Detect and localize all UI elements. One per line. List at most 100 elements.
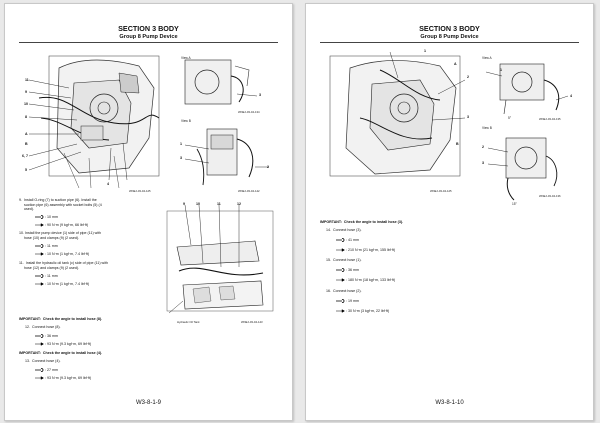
pump-device-drawing	[28, 55, 160, 189]
torque-wrench-icon	[35, 376, 44, 380]
view-a-callout-3: 3	[259, 93, 261, 97]
group-title: Group 8 Pump Device	[420, 34, 479, 40]
step-10-text: 10. Install the pump device (1) side of …	[19, 231, 102, 240]
important-text: Check the angle to install hose (3).	[343, 220, 404, 224]
wrench-icon	[35, 244, 44, 248]
tank-figure-code: WNEJ-03-04-143	[241, 320, 263, 324]
important-label: IMPORTANT:	[19, 317, 41, 321]
important-note: IMPORTANT: Check the angle to install ho…	[320, 220, 403, 225]
callout-a: A	[25, 132, 28, 136]
view-b-title: View B	[482, 126, 492, 130]
manual-page-left: SECTION 3 BODY Group 8 Pump Device 11	[4, 3, 293, 421]
wrench-icon	[336, 238, 345, 242]
view-a-code: WNEJ-03-04-134	[238, 110, 260, 114]
hydraulic-tank-drawing	[166, 204, 274, 314]
step-13-text: 13. Connect hose (4).	[25, 359, 61, 363]
step-11-torque: : 10 N·m (1 kgf·m, 7.4 lbf·ft)	[45, 282, 90, 286]
view-a-angle: 5°	[508, 116, 512, 120]
hydraulic-tank-figure	[163, 201, 279, 319]
torque-wrench-icon	[35, 223, 44, 227]
callout-8: 8	[25, 115, 27, 119]
step-15-text: 15. Connect hose (1).	[326, 258, 362, 262]
wrench-icon	[35, 368, 44, 372]
callout-11: 11	[25, 78, 29, 82]
step-13-torque: : 93 N·m (9.3 kgf·m, 69 lbf·ft)	[45, 376, 92, 380]
tank-callout-11: 11	[217, 202, 221, 206]
view-a-title: View A	[482, 56, 492, 60]
wrench-icon	[336, 268, 345, 272]
torque-wrench-icon	[35, 342, 44, 346]
pump-device-figure	[19, 48, 169, 190]
view-b-callout-1: 1	[180, 142, 182, 146]
group-title: Group 8 Pump Device	[119, 34, 178, 40]
step-11-text: 11. Install the hydraulic oil tank (c) s…	[19, 261, 108, 270]
view-b-callout-3: 3	[180, 156, 182, 160]
important-text: Check the angle to install hose (8).	[42, 317, 103, 321]
torque-wrench-icon	[35, 282, 44, 286]
pump-device-figure	[320, 48, 470, 190]
view-a-drawing	[184, 59, 258, 105]
view-b-callout-3: 3	[482, 161, 484, 165]
title-rule	[320, 42, 579, 43]
torque-wrench-icon	[336, 248, 345, 252]
step-9-text: 9. Install O-ring (7) to suction pipe (6…	[19, 198, 102, 211]
view-b-callout-2: 2	[482, 145, 484, 149]
wrench-icon	[35, 274, 44, 278]
view-a-callout-4: 4	[570, 94, 572, 98]
callout-4: 4	[107, 182, 109, 186]
view-b-drawing	[487, 137, 558, 201]
wrench-icon	[35, 334, 44, 338]
torque-wrench-icon	[336, 278, 345, 282]
page-number: W3-8-1-9	[135, 400, 161, 406]
view-b-code: WNEJ-03-04-136	[539, 194, 561, 198]
callout-9: 9	[25, 90, 27, 94]
step-9-torque: : 90 N·m (9 kgf·m, 66 lbf·ft)	[45, 223, 89, 227]
step-14-text: 14. Connect hose (3).	[326, 228, 362, 232]
figure-code: WNEJ-03-04-125	[430, 189, 452, 193]
figure-code: WNEJ-03-04-125	[129, 189, 151, 193]
step-10-wrench-size: : 11 mm	[45, 244, 58, 248]
step-12-wrench-size: : 36 mm	[45, 334, 58, 338]
view-a-figure	[177, 56, 277, 112]
page-number: W3-8-1-10	[435, 400, 464, 406]
step-9-wrench-size: : 10 mm	[45, 215, 58, 219]
view-b-angle: 15°	[512, 202, 517, 206]
title-rule	[19, 42, 278, 43]
torque-wrench-icon	[336, 309, 345, 313]
callout-2: 2	[467, 75, 469, 79]
step-14-wrench-size: : 41 mm	[346, 238, 359, 242]
tank-callout-12: 12	[237, 202, 241, 206]
callout-5: 5	[25, 168, 27, 172]
step-12-text: 12. Connect hose (8).	[25, 325, 61, 329]
callout-1: 1	[424, 49, 426, 53]
callout-b: B	[25, 142, 28, 146]
step-15-torque: : 180 N·m (18 kgf·m, 133 lbf·ft)	[346, 278, 396, 282]
step-13-wrench-size: : 27 mm	[45, 368, 58, 372]
step-15-wrench-size: : 36 mm	[346, 268, 359, 272]
view-b-figure	[177, 119, 277, 191]
view-a-figure	[478, 56, 578, 118]
pump-device-drawing	[329, 51, 466, 177]
tank-callout-9: 9	[183, 202, 185, 206]
step-12-torque: : 93 N·m (9.3 kgf·m, 69 lbf·ft)	[45, 342, 92, 346]
important-text: Check the angle to install hose (4).	[42, 351, 103, 355]
view-b-title: View B	[181, 119, 191, 123]
view-a-callout-1: 1	[500, 68, 502, 72]
manual-page-right: SECTION 3 BODY Group 8 Pump Device 1 2 3…	[305, 3, 594, 421]
view-b-drawing	[184, 128, 269, 186]
section-title: SECTION 3 BODY	[118, 24, 179, 33]
callout-a: A	[454, 62, 457, 66]
view-a-title: View A	[181, 56, 191, 60]
step-10-torque: : 10 N·m (1 kgf·m, 7.4 lbf·ft)	[45, 252, 90, 256]
step-16-text: 16. Connect hose (2).	[326, 289, 362, 293]
view-b-callout-2: 2	[267, 165, 269, 169]
step-11-wrench-size: : 11 mm	[45, 274, 58, 278]
important-label: IMPORTANT:	[19, 351, 41, 355]
view-b-code: WNEJ-03-04-142	[238, 189, 260, 193]
step-14-torque: : 210 N·m (21 kgf·m, 155 lbf·ft)	[346, 248, 396, 252]
view-a-drawing	[485, 63, 569, 115]
callout-3: 3	[467, 115, 469, 119]
hydraulic-oil-tank-label: Hydraulic Oil Tank	[177, 320, 200, 324]
view-b-figure	[478, 126, 578, 204]
tank-callout-10: 10	[196, 202, 200, 206]
